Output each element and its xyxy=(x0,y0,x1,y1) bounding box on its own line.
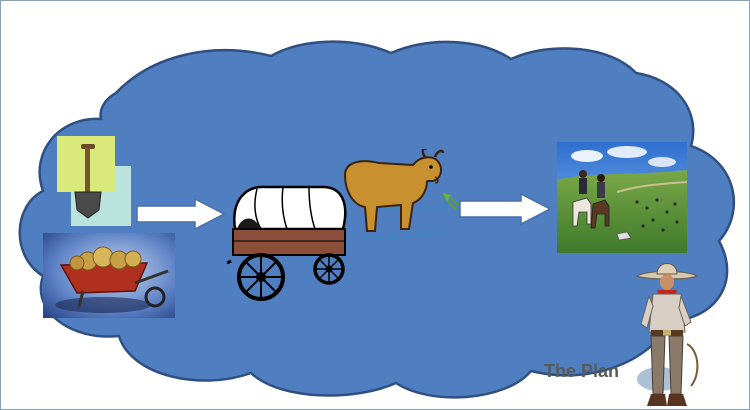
arrow-right-icon xyxy=(459,192,552,226)
covered-wagon-icon xyxy=(227,185,347,301)
prairie-horse-riders-icon xyxy=(557,142,687,253)
wheelbarrow-coins-icon xyxy=(43,233,175,318)
ox-icon xyxy=(343,149,464,239)
plan-caption: The Plan xyxy=(544,361,620,381)
arrow-right-icon xyxy=(136,197,226,231)
cowboy-figure-icon xyxy=(635,263,699,406)
shovel-icon xyxy=(57,136,131,226)
